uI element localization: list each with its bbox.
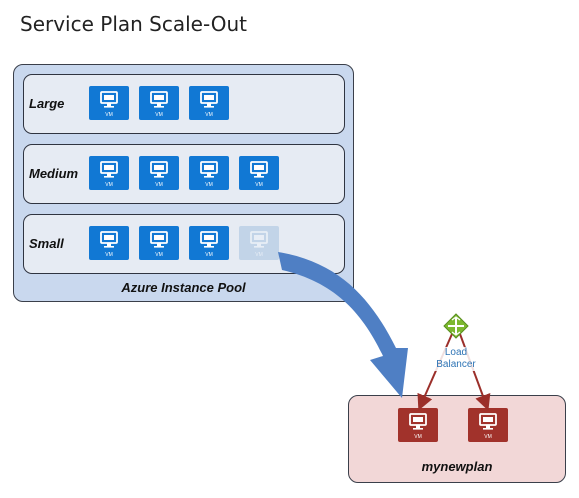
vm-icon: VM xyxy=(239,156,279,190)
tier-label-small: Small xyxy=(29,236,64,251)
plan-vm-icon: VM xyxy=(468,408,508,442)
svg-text:VM: VM xyxy=(205,182,213,188)
svg-text:VM: VM xyxy=(105,252,113,258)
diagram-title: Service Plan Scale-Out xyxy=(20,12,248,36)
vm-icon: VM xyxy=(189,156,229,190)
vm-icon: VM xyxy=(139,226,179,260)
plan-label: mynewplan xyxy=(421,459,493,474)
svg-text:VM: VM xyxy=(414,434,422,440)
vm-icon: VM xyxy=(139,86,179,120)
vm-icon-scaling: VM xyxy=(239,226,279,260)
svg-text:VM: VM xyxy=(255,182,263,188)
vm-icon: VM xyxy=(89,156,129,190)
vm-icon: VM xyxy=(89,226,129,260)
svg-text:VM: VM xyxy=(105,182,113,188)
svg-text:VM: VM xyxy=(105,112,113,118)
vm-icon: VM xyxy=(89,86,129,120)
tier-label-medium: Medium xyxy=(29,166,79,181)
load-balancer-icon xyxy=(443,313,469,339)
vm-icon: VM xyxy=(189,86,229,120)
tier-label-large: Large xyxy=(29,96,65,111)
svg-text:VM: VM xyxy=(155,182,163,188)
svg-text:VM: VM xyxy=(484,434,492,440)
tier-small: Small VM VM VM VM xyxy=(23,214,345,274)
svg-text:VM: VM xyxy=(255,252,263,258)
tier-large: Large VM VM VM xyxy=(23,74,345,134)
plan-vm-icon: VM xyxy=(398,408,438,442)
svg-text:VM: VM xyxy=(155,252,163,258)
tier-medium: Medium VM VM VM VM xyxy=(23,144,345,204)
svg-text:VM: VM xyxy=(155,112,163,118)
svg-text:VM: VM xyxy=(205,252,213,258)
load-balancer-label: Load Balancer xyxy=(432,347,480,371)
azure-instance-pool: Large VM VM VM Medium VM VM VM VM Small VM VM V… xyxy=(13,64,354,302)
svg-text:VM: VM xyxy=(205,112,213,118)
service-plan-mynewplan: mynewplan VM VM xyxy=(348,395,566,483)
vm-icon: VM xyxy=(139,156,179,190)
vm-icon: VM xyxy=(189,226,229,260)
pool-label: Azure Instance Pool xyxy=(121,280,246,295)
